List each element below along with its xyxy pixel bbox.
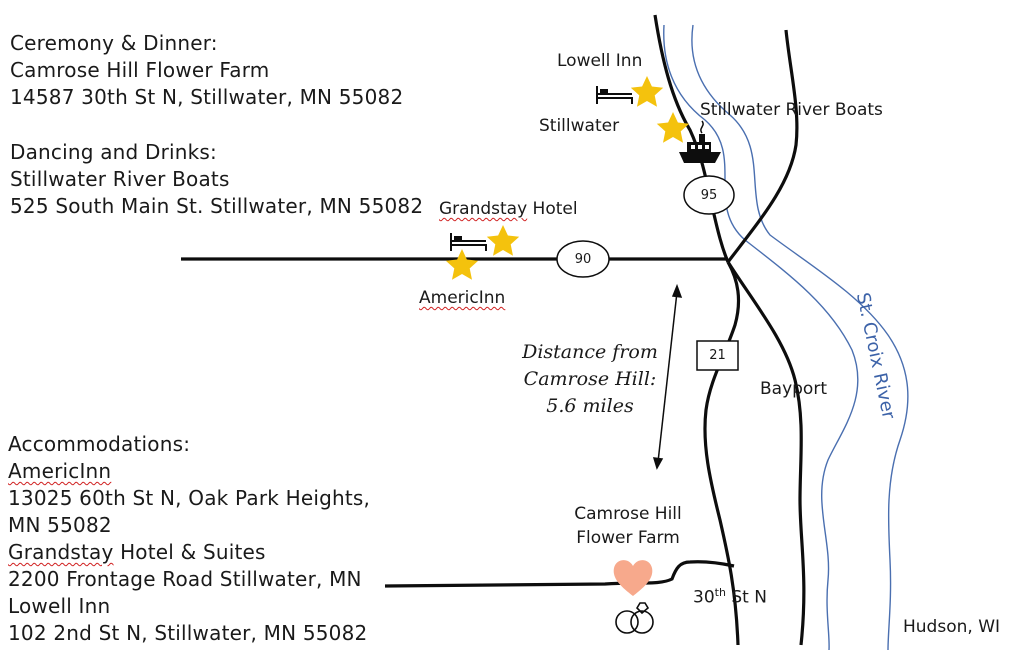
- road-30th-st: [384, 560, 735, 588]
- star-icon: [445, 249, 479, 280]
- river-east-bank: [691, 24, 909, 650]
- label-stillwater: Stillwater: [539, 116, 620, 136]
- label-stillwater-river-boats: Stillwater River Boats: [700, 100, 883, 120]
- shield-90-number: 90: [574, 252, 592, 267]
- ceremony-heading: Ceremony & Dinner:: [10, 31, 218, 55]
- boat-icon: [679, 120, 721, 163]
- label-30th-st-n: 30th St N: [693, 586, 767, 608]
- accommodation-grandstay-address: 2200 Frontage Road Stillwater, MN: [8, 567, 362, 591]
- heart-icon: [613, 560, 653, 596]
- label-camrose-hill-flower-farm: Camrose Hill Flower Farm: [574, 504, 682, 548]
- road-hwy-21: [703, 261, 741, 646]
- label-hudson-wi: Hudson, WI: [903, 617, 1001, 637]
- distance-arrow: [652, 283, 683, 470]
- shield-95: [683, 175, 735, 215]
- road-bayport: [726, 261, 806, 646]
- accommodation-americinn-name: AmericInn: [8, 459, 112, 483]
- accommodation-americinn-address-2: MN 55082: [8, 513, 112, 537]
- star-icon: [486, 225, 520, 256]
- shield-21-number: 21: [709, 348, 726, 363]
- accommodation-lowell-address: 102 2nd St N, Stillwater, MN 55082: [8, 621, 368, 645]
- dancing-heading: Dancing and Drinks:: [10, 140, 217, 164]
- accommodations-heading: Accommodations:: [8, 432, 191, 456]
- bed-icon: [450, 233, 487, 251]
- accommodation-grandstay-name: Grandstay Hotel & Suites: [8, 540, 266, 564]
- label-bayport: Bayport: [760, 379, 827, 399]
- dancing-venue: Stillwater River Boats: [10, 167, 230, 191]
- accommodation-lowell-name: Lowell Inn: [8, 594, 111, 618]
- bed-icon: [596, 86, 633, 104]
- shield-90: [556, 240, 610, 278]
- accommodation-americinn-address-1: 13025 60th St N, Oak Park Heights,: [8, 486, 371, 510]
- river-west-bank: [663, 24, 859, 650]
- label-grandstay-hotel: Grandstay Hotel: [439, 199, 578, 219]
- star-icon: [630, 76, 664, 107]
- ceremony-address: 14587 30th St N, Stillwater, MN 55082: [10, 85, 404, 109]
- label-americinn: AmericInn: [419, 288, 506, 308]
- road-east: [726, 29, 799, 263]
- star-icon: [656, 112, 690, 143]
- label-lowell-inn: Lowell Inn: [557, 51, 643, 71]
- distance-note: Distance from Camrose Hill: 5.6 miles: [522, 341, 658, 417]
- shield-21: [696, 340, 739, 371]
- shield-95-number: 95: [700, 188, 718, 203]
- ceremony-venue: Camrose Hill Flower Farm: [10, 58, 270, 82]
- rings-icon: [615, 602, 654, 634]
- dancing-address: 525 South Main St. Stillwater, MN 55082: [10, 194, 424, 218]
